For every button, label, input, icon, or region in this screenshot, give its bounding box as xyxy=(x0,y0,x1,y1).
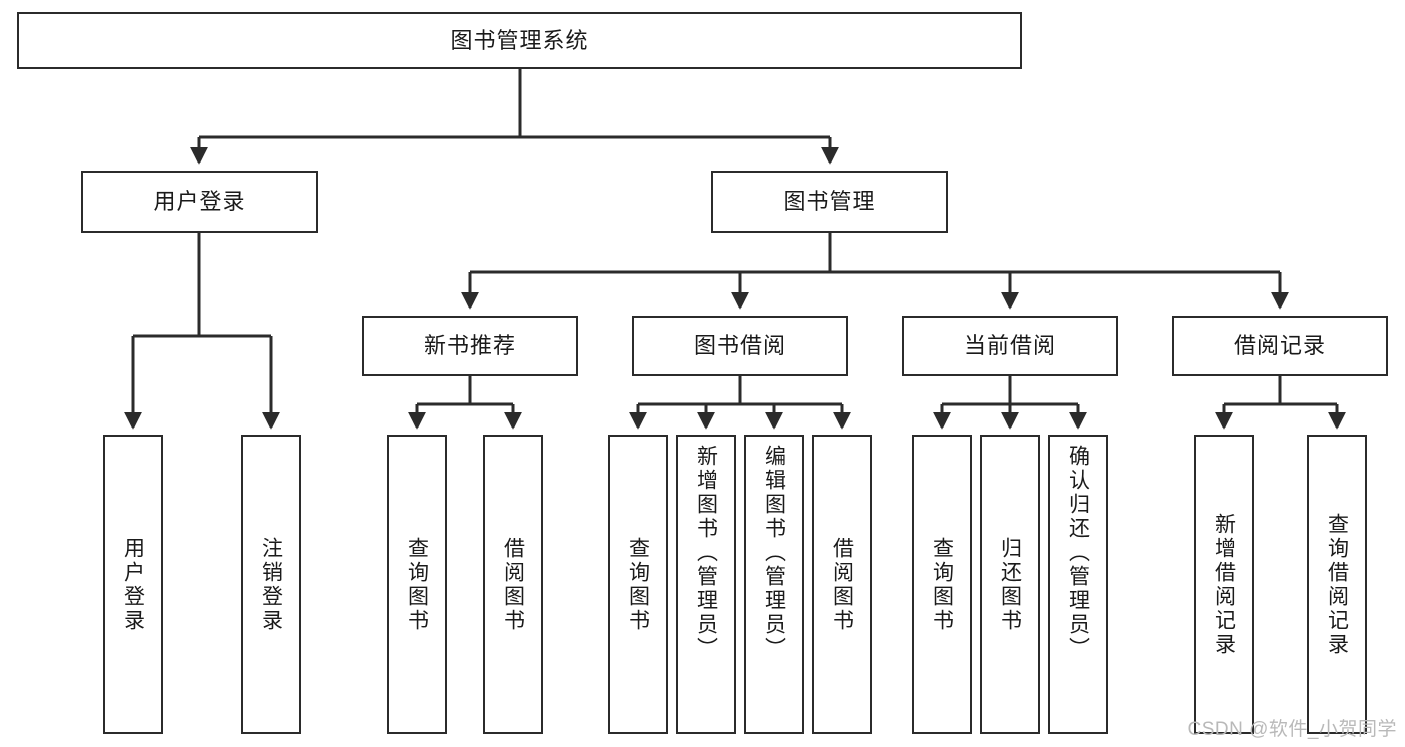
leaf-query-book-rec-label: 查询图书 xyxy=(405,536,429,633)
node-current-borrow-label: 当前借阅 xyxy=(963,333,1056,359)
leaf-add-book-admin[interactable]: 新增图书（管理员） xyxy=(676,435,736,734)
leaf-query-book-rec[interactable]: 查询图书 xyxy=(387,435,447,734)
leaf-borrow-book-rec[interactable]: 借阅图书 xyxy=(483,435,543,734)
node-root-label: 图书管理系统 xyxy=(450,27,589,53)
leaf-borrow-book[interactable]: 借阅图书 xyxy=(812,435,872,734)
leaf-confirm-return-admin[interactable]: 确认归还（管理员） xyxy=(1048,435,1108,734)
leaf-add-borrow-record-label: 新增借阅记录 xyxy=(1212,512,1236,657)
node-current-borrow[interactable]: 当前借阅 xyxy=(902,316,1118,376)
leaf-query-book-current-label: 查询图书 xyxy=(930,536,954,633)
leaf-add-borrow-record[interactable]: 新增借阅记录 xyxy=(1194,435,1254,734)
node-borrow-record[interactable]: 借阅记录 xyxy=(1172,316,1388,376)
leaf-user-login[interactable]: 用户登录 xyxy=(103,435,163,734)
leaf-logout-label: 注销登录 xyxy=(259,536,283,633)
node-book-borrow[interactable]: 图书借阅 xyxy=(632,316,848,376)
leaf-query-borrow-record[interactable]: 查询借阅记录 xyxy=(1307,435,1367,734)
node-book-manage-label: 图书管理 xyxy=(783,189,876,215)
leaf-query-book-current[interactable]: 查询图书 xyxy=(912,435,972,734)
node-new-book-recommend[interactable]: 新书推荐 xyxy=(362,316,578,376)
csdn-watermark: CSDN @软件_小贺同学 xyxy=(1187,719,1397,740)
node-book-manage[interactable]: 图书管理 xyxy=(711,171,948,233)
node-book-borrow-label: 图书借阅 xyxy=(693,333,786,359)
leaf-edit-book-admin[interactable]: 编辑图书（管理员） xyxy=(744,435,804,734)
leaf-borrow-book-label: 借阅图书 xyxy=(830,536,854,633)
leaf-confirm-return-admin-label: 确认归还（管理员） xyxy=(1066,445,1090,661)
leaf-logout[interactable]: 注销登录 xyxy=(241,435,301,734)
leaf-return-book-label: 归还图书 xyxy=(998,536,1022,633)
node-root[interactable]: 图书管理系统 xyxy=(17,12,1022,69)
leaf-add-book-admin-label: 新增图书（管理员） xyxy=(694,445,718,661)
leaf-query-borrow-record-label: 查询借阅记录 xyxy=(1325,512,1349,657)
leaf-query-book-borrow[interactable]: 查询图书 xyxy=(608,435,668,734)
node-user-login-label: 用户登录 xyxy=(153,189,246,215)
leaf-user-login-label: 用户登录 xyxy=(121,536,145,633)
leaf-return-book[interactable]: 归还图书 xyxy=(980,435,1040,734)
node-user-login[interactable]: 用户登录 xyxy=(81,171,318,233)
node-new-book-recommend-label: 新书推荐 xyxy=(423,333,516,359)
leaf-query-book-borrow-label: 查询图书 xyxy=(626,536,650,633)
leaf-borrow-book-rec-label: 借阅图书 xyxy=(501,536,525,633)
leaf-edit-book-admin-label: 编辑图书（管理员） xyxy=(762,445,786,661)
node-borrow-record-label: 借阅记录 xyxy=(1233,333,1326,359)
